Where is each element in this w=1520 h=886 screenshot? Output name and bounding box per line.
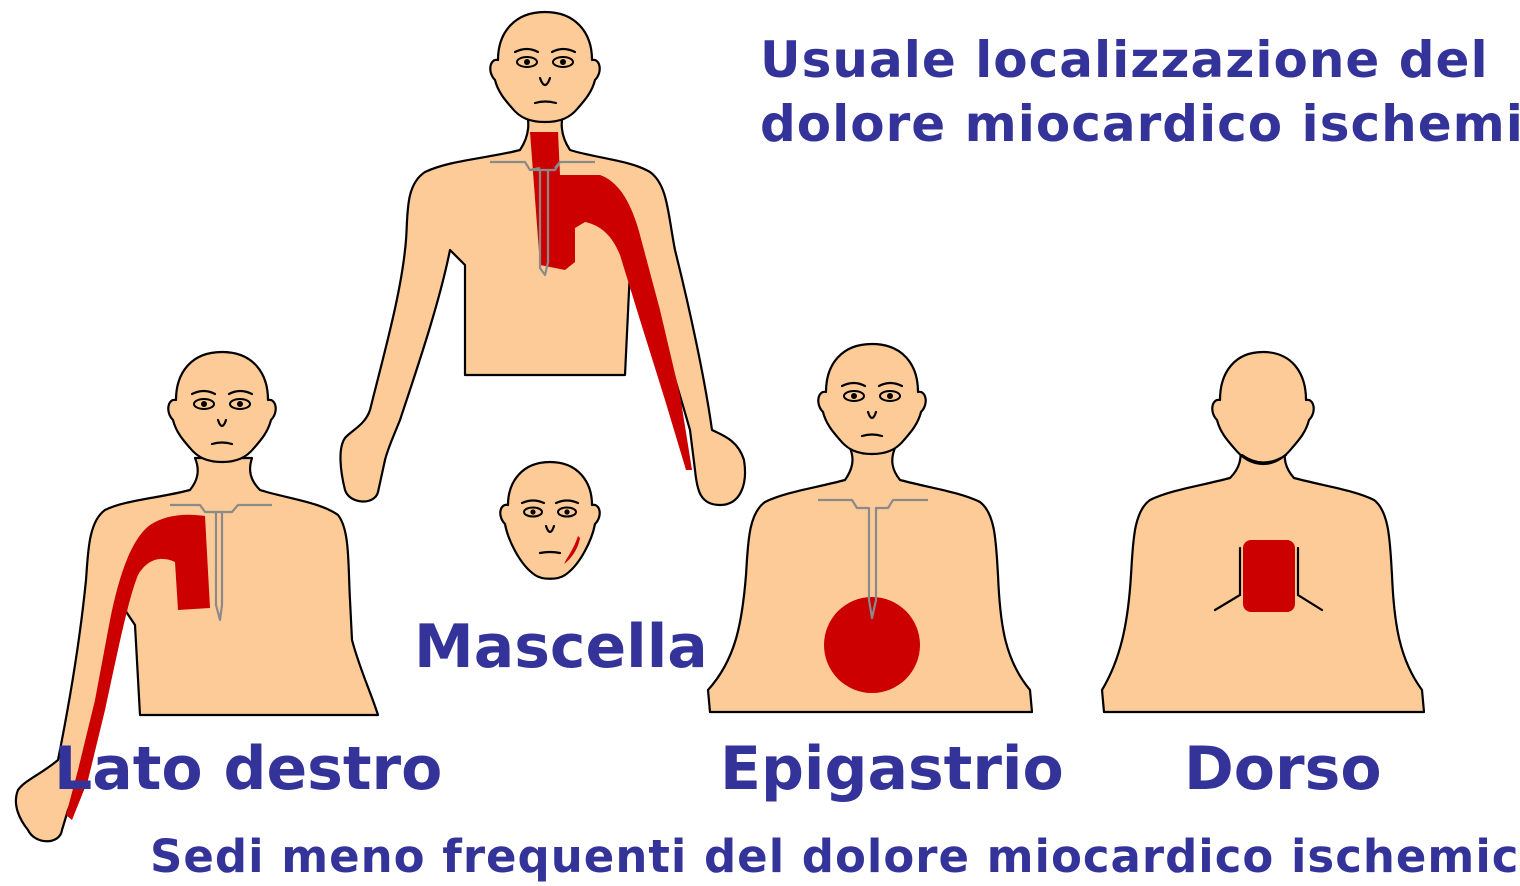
label-back: Dorso xyxy=(1184,734,1382,804)
label-epigastrium: Epigastrio xyxy=(720,734,1064,804)
figure-usual-location xyxy=(340,12,745,505)
title-line-2: dolore miocardico ischemico xyxy=(760,92,1520,156)
title-line-1: Usuale localizzazione del xyxy=(760,28,1520,92)
diagram-title: Usuale localizzazione del dolore miocard… xyxy=(760,28,1520,156)
figure-jaw xyxy=(500,462,599,579)
diagram-subtitle: Sedi meno frequenti del dolore miocardic… xyxy=(150,830,1520,883)
figure-epigastrium xyxy=(708,344,1032,712)
pain-area-back xyxy=(1243,540,1295,612)
label-right-side: Lato destro xyxy=(54,734,442,804)
figure-back xyxy=(1102,352,1424,712)
label-jaw: Mascella xyxy=(414,612,708,682)
